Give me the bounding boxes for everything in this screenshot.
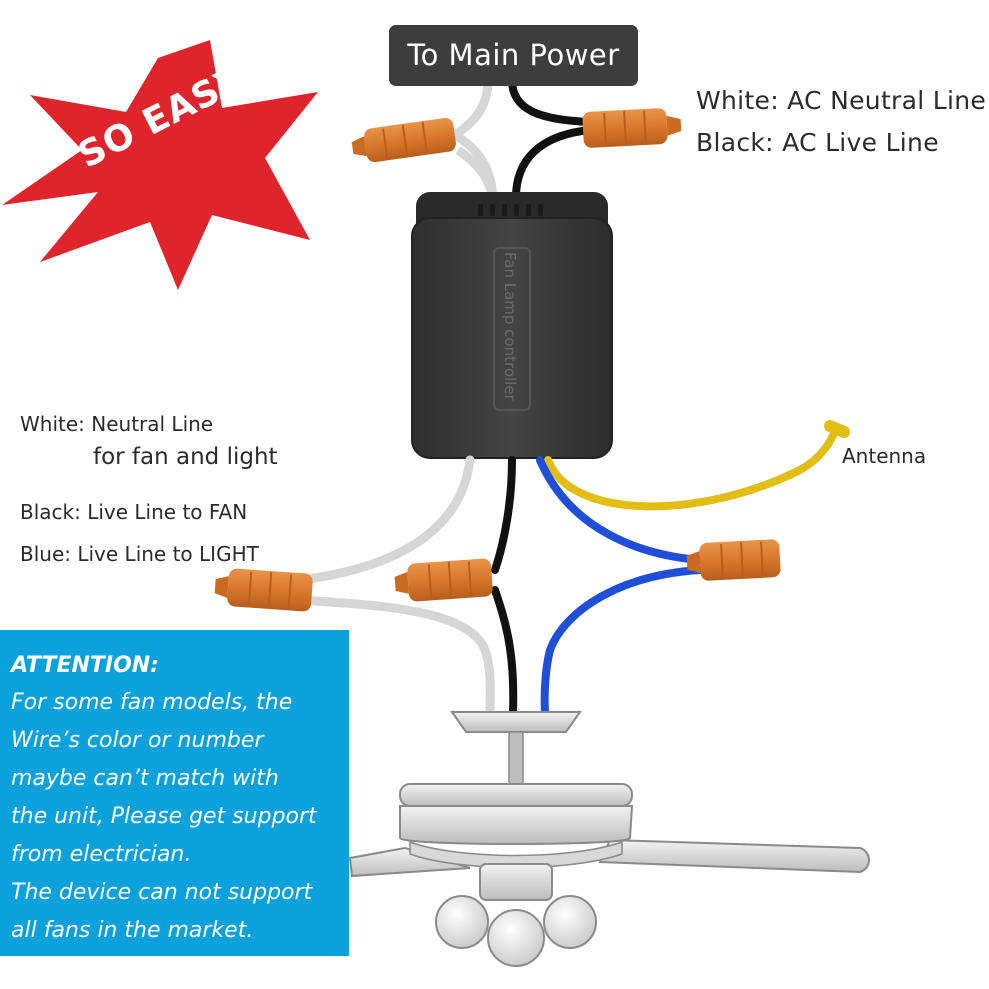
wire-connector-top-left [351, 117, 456, 163]
attention-line: all fans in the market. [11, 918, 254, 943]
blue-wire-bottom [536, 456, 704, 564]
blue-light-label: Blue: Live Line to LIGHT [20, 542, 259, 566]
attention-line: Wire’s color or number [11, 728, 264, 753]
attention-line: the unit, Please get support [11, 804, 317, 829]
attention-line: For some fan models, the [11, 690, 293, 715]
white-wire-down [295, 595, 495, 717]
black-wire-down [491, 586, 518, 716]
blue-wire-down [540, 566, 704, 716]
wire-connector-black [394, 558, 493, 602]
black-fan-label: Black: Live Line to FAN [20, 500, 248, 524]
attention-title: ATTENTION: [11, 653, 159, 678]
attention-line: maybe can’t match with [11, 766, 279, 791]
so-easy-starburst [2, 40, 318, 290]
black-wire-top [508, 76, 594, 126]
attention-line: from electrician. [11, 842, 192, 867]
attention-line: The device can not support [11, 880, 313, 905]
antenna-label: Antenna [842, 444, 927, 468]
black-wire-top-b [511, 126, 594, 204]
black-wire-bottom [491, 456, 516, 574]
white-wire-bottom [295, 455, 475, 585]
wire-connector-white [214, 568, 313, 612]
controller-label: Fan Lamp controller [501, 252, 519, 402]
attention-box: ATTENTION: For some fan models, the Wire… [0, 630, 349, 956]
ceiling-fan-icon [348, 711, 870, 967]
neutral-line-label: White: Neutral Line [20, 412, 214, 436]
antenna-wire [544, 424, 840, 511]
ac-neutral-label: White: AC Neutral Line [696, 86, 987, 115]
main-power-label: To Main Power [389, 25, 638, 86]
wire-connector-blue [686, 539, 781, 581]
neutral-line-sub-label: for fan and light [93, 444, 278, 470]
wire-connector-top-right [582, 108, 682, 148]
ac-live-label: Black: AC Live Line [696, 128, 939, 157]
